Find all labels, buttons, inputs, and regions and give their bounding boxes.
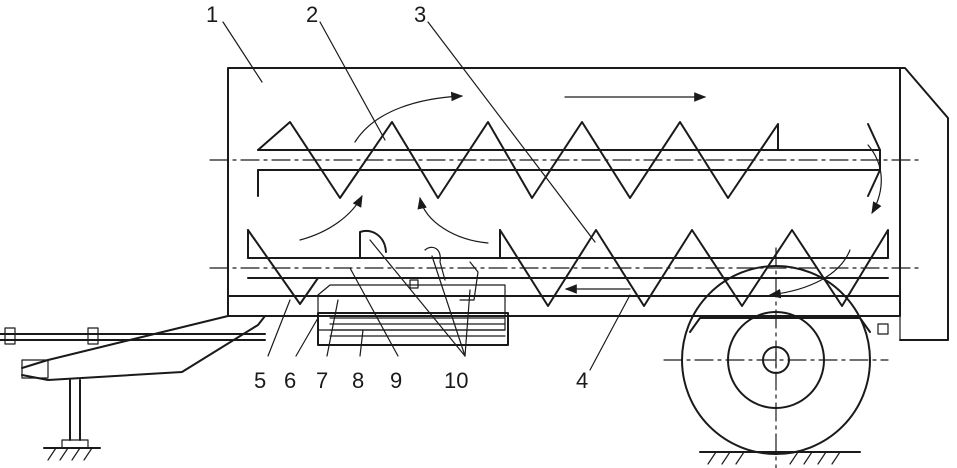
discharge-mechanism xyxy=(317,230,509,346)
upper-auger xyxy=(209,121,919,199)
leader-lines xyxy=(222,21,631,371)
drawbar xyxy=(0,315,266,381)
part-labels: 1 2 3 4 5 6 7 8 9 10 xyxy=(206,2,588,393)
jack-stand xyxy=(43,379,101,461)
label-7: 7 xyxy=(316,368,328,393)
label-8: 8 xyxy=(352,368,364,393)
wheel xyxy=(663,247,889,468)
label-4: 4 xyxy=(576,368,588,393)
label-6: 6 xyxy=(284,368,296,393)
material-flow-arrows xyxy=(299,91,882,299)
label-2: 2 xyxy=(306,2,318,27)
lower-auger xyxy=(209,229,919,307)
label-3: 3 xyxy=(414,2,426,27)
label-9: 9 xyxy=(390,368,402,393)
hopper-body xyxy=(227,67,949,341)
label-5: 5 xyxy=(254,368,266,393)
label-10: 10 xyxy=(444,368,468,393)
label-1: 1 xyxy=(206,2,218,27)
